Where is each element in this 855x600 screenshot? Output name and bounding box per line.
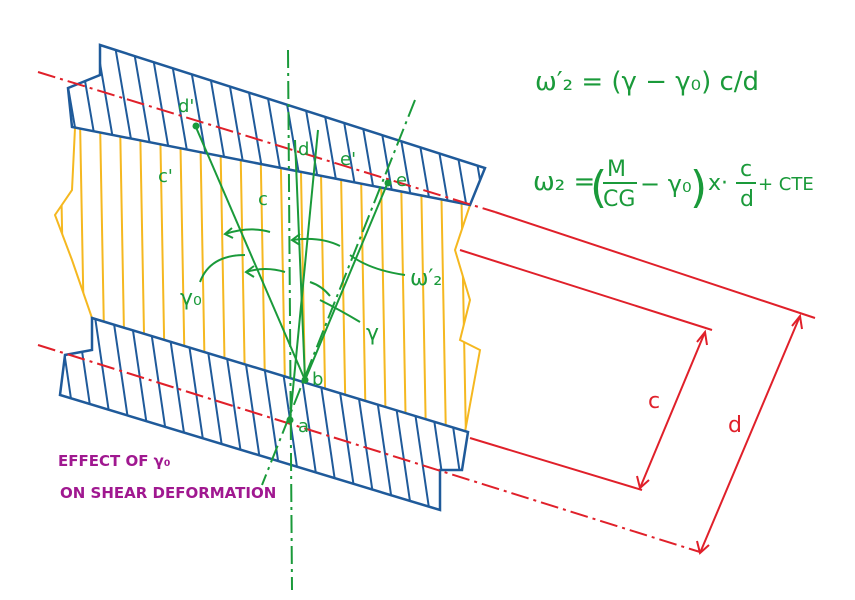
label-b: b (312, 369, 323, 390)
dimension-c-label: c (648, 389, 660, 414)
plate-hatch-line (113, 45, 145, 205)
plate-hatch-line (419, 45, 451, 205)
point-labels: a b c d c' d' e e' γ γ₀ ω′₂ (158, 96, 442, 437)
plate-hatch-line (291, 318, 323, 510)
red-reference-lines (37, 71, 816, 553)
label-omega2-prime: ω′₂ (410, 266, 442, 291)
core-fiber-line (239, 128, 247, 432)
formula-minus-gamma0: − γ₀ (640, 170, 692, 198)
dimension-c-arrow (636, 329, 708, 490)
core-edge-left (53, 127, 93, 319)
formula-omega2: ω₂ = ( M CG − γ₀ ) x· c d + CTE (533, 157, 814, 213)
formula-omega2-lhs: ω₂ = (533, 167, 595, 197)
plate-hatch-line (293, 45, 325, 205)
plate-hatch-line (311, 45, 343, 205)
label-gamma0: γ₀ (180, 286, 202, 311)
paren-open: ( (590, 162, 607, 213)
label-d: d (298, 139, 309, 160)
core-edge-right (453, 204, 482, 433)
core-fiber-line (179, 128, 187, 432)
dimension-d-arrow (696, 313, 803, 555)
plate-hatch-line (472, 310, 502, 515)
points (192, 122, 392, 424)
plate-hatch-line (455, 45, 485, 205)
plate-hatch-line (437, 45, 469, 205)
plate-hatch-line (221, 45, 253, 205)
formula-omega2-prime: ω′₂ = (γ − γ₀) c/d (535, 67, 759, 97)
core-fiber-line (219, 128, 227, 432)
label-d-prime: d' (178, 96, 194, 117)
paren-close: ) (690, 162, 707, 213)
label-e: e (396, 170, 407, 191)
plate-hatch-line (347, 45, 379, 205)
formula-times: x· (708, 171, 728, 196)
label-c-prime: c' (158, 166, 173, 187)
core-fiber-line (359, 128, 367, 432)
plate-hatch-line (77, 45, 109, 205)
label-c: c (258, 189, 268, 210)
formula-fraction-numerator: M (607, 157, 626, 182)
core-fiber-line (79, 128, 87, 432)
formula-over-d: d (740, 187, 754, 212)
plate-hatch-line (473, 45, 485, 205)
label-a: a (298, 416, 309, 437)
label-gamma: γ (366, 321, 379, 346)
dimension-d-label: d (728, 413, 742, 438)
caption-line1: EFFECT OF γ₀ (58, 452, 170, 470)
formula-fraction-denominator: CG (603, 187, 635, 212)
top-plate (66, 40, 522, 215)
plate-hatch-line (492, 40, 522, 215)
plate-hatch-line (131, 45, 163, 205)
formula-plus-cte: + CTE (758, 174, 814, 195)
formula-c-over: c (740, 157, 752, 182)
caption-line2: ON SHEAR DEFORMATION (60, 484, 276, 502)
plate-hatch-line (490, 310, 520, 515)
core-fiber-line (379, 128, 387, 432)
label-e-prime: e' (340, 149, 356, 170)
